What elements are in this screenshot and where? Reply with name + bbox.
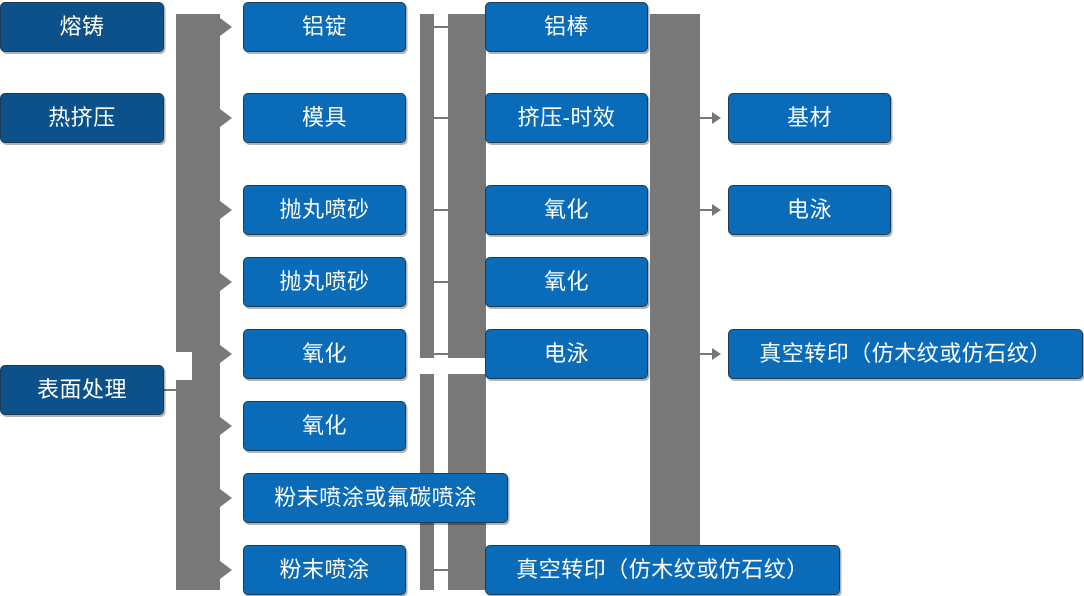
- thin-arrow-electrophoresis: [712, 204, 721, 216]
- step-aluminum-ingot-label: 铝锭: [301, 14, 347, 39]
- step-extrusion-aging-label: 挤压-时效: [517, 105, 616, 130]
- ladder-rung-1: [432, 26, 450, 28]
- step-anodizing-3[interactable]: 氧化: [485, 185, 648, 235]
- stage-hot-extrusion-label: 热挤压: [48, 105, 116, 130]
- step-powder-or-pvdf-coating[interactable]: 粉末喷涂或氟碳喷涂: [243, 473, 508, 523]
- step-aluminum-bar-label: 铝棒: [543, 14, 589, 39]
- connector-band-mid-inner: [420, 14, 434, 590]
- step-electrophoresis-1[interactable]: 电泳: [485, 329, 648, 379]
- connector-band-left: [176, 14, 220, 590]
- step-shot-blasting-1-label: 抛丸喷砂: [279, 197, 370, 222]
- stage-hot-extrusion[interactable]: 热挤压: [0, 93, 164, 143]
- step-shot-blasting-2[interactable]: 抛丸喷砂: [243, 257, 406, 307]
- notch-surface-treatment: [164, 352, 192, 380]
- step-powder-or-pvdf-coating-label: 粉末喷涂或氟碳喷涂: [274, 485, 477, 510]
- stage-surface-treatment-label: 表面处理: [36, 377, 127, 402]
- ladder-rung-4: [432, 281, 450, 283]
- step-anodizing-4[interactable]: 氧化: [485, 257, 648, 307]
- step-powder-coating[interactable]: 粉末喷涂: [243, 545, 406, 595]
- step-mold-label: 模具: [301, 105, 347, 130]
- thin-line-vacuum-transfer: [700, 353, 714, 355]
- step-aluminum-ingot[interactable]: 铝锭: [243, 2, 406, 52]
- stage-surface-treatment[interactable]: 表面处理: [0, 365, 164, 415]
- step-extrusion-aging[interactable]: 挤压-时效: [485, 93, 648, 143]
- step-base-material[interactable]: 基材: [728, 93, 891, 143]
- thin-arrow-base-material: [712, 112, 721, 124]
- step-base-material-label: 基材: [786, 105, 832, 130]
- step-mold[interactable]: 模具: [243, 93, 406, 143]
- connector-band-right: [650, 14, 700, 574]
- ladder-rung-5: [432, 353, 450, 355]
- ladder-rung-3: [432, 209, 450, 211]
- down-arrow-to-hot-extrusion: [189, 62, 207, 74]
- band-arrow-col2-5: [220, 345, 232, 363]
- stage-melting-casting[interactable]: 熔铸: [0, 2, 164, 52]
- step-powder-coating-label: 粉末喷涂: [279, 557, 370, 582]
- band-arrow-col2-2: [220, 109, 232, 127]
- thin-arrow-vacuum-transfer: [712, 348, 721, 360]
- band-arrow-col2-4: [220, 273, 232, 291]
- band-arrow-col2-1: [220, 18, 232, 36]
- band-arrow-col2-7: [220, 489, 232, 507]
- step-anodizing-4-label: 氧化: [543, 269, 589, 294]
- step-electrophoresis-2-label: 电泳: [786, 197, 832, 222]
- step-shot-blasting-1[interactable]: 抛丸喷砂: [243, 185, 406, 235]
- step-anodizing-2[interactable]: 氧化: [243, 401, 406, 451]
- step-aluminum-bar[interactable]: 铝棒: [485, 2, 648, 52]
- band-arrow-col2-6: [220, 417, 232, 435]
- band-arrow-col2-8: [220, 561, 232, 579]
- step-anodizing-3-label: 氧化: [543, 197, 589, 222]
- band-arrow-col2-3: [220, 201, 232, 219]
- step-electrophoresis-1-label: 电泳: [543, 341, 589, 366]
- thin-line-electrophoresis: [700, 209, 714, 211]
- notch-mid-band: [418, 358, 488, 374]
- thin-line-base-material: [700, 117, 714, 119]
- step-vacuum-transfer-bottom[interactable]: 真空转印（仿木纹或仿石纹）: [485, 545, 840, 595]
- stage-melting-casting-label: 熔铸: [59, 14, 105, 39]
- down-arrow-to-surface-treatment: [189, 334, 207, 346]
- step-vacuum-transfer-bottom-label: 真空转印（仿木纹或仿石纹）: [516, 557, 809, 582]
- ladder-rung-2: [432, 117, 450, 119]
- step-anodizing-2-label: 氧化: [301, 413, 347, 438]
- stub-surface-treatment: [164, 389, 188, 391]
- ladder-rung-6: [432, 569, 450, 571]
- step-anodizing-1-label: 氧化: [301, 341, 347, 366]
- step-vacuum-transfer-right-label: 真空转印（仿木纹或仿石纹）: [759, 341, 1052, 366]
- step-shot-blasting-2-label: 抛丸喷砂: [279, 269, 370, 294]
- step-vacuum-transfer-right[interactable]: 真空转印（仿木纹或仿石纹）: [728, 329, 1083, 379]
- step-anodizing-1[interactable]: 氧化: [243, 329, 406, 379]
- step-electrophoresis-2[interactable]: 电泳: [728, 185, 891, 235]
